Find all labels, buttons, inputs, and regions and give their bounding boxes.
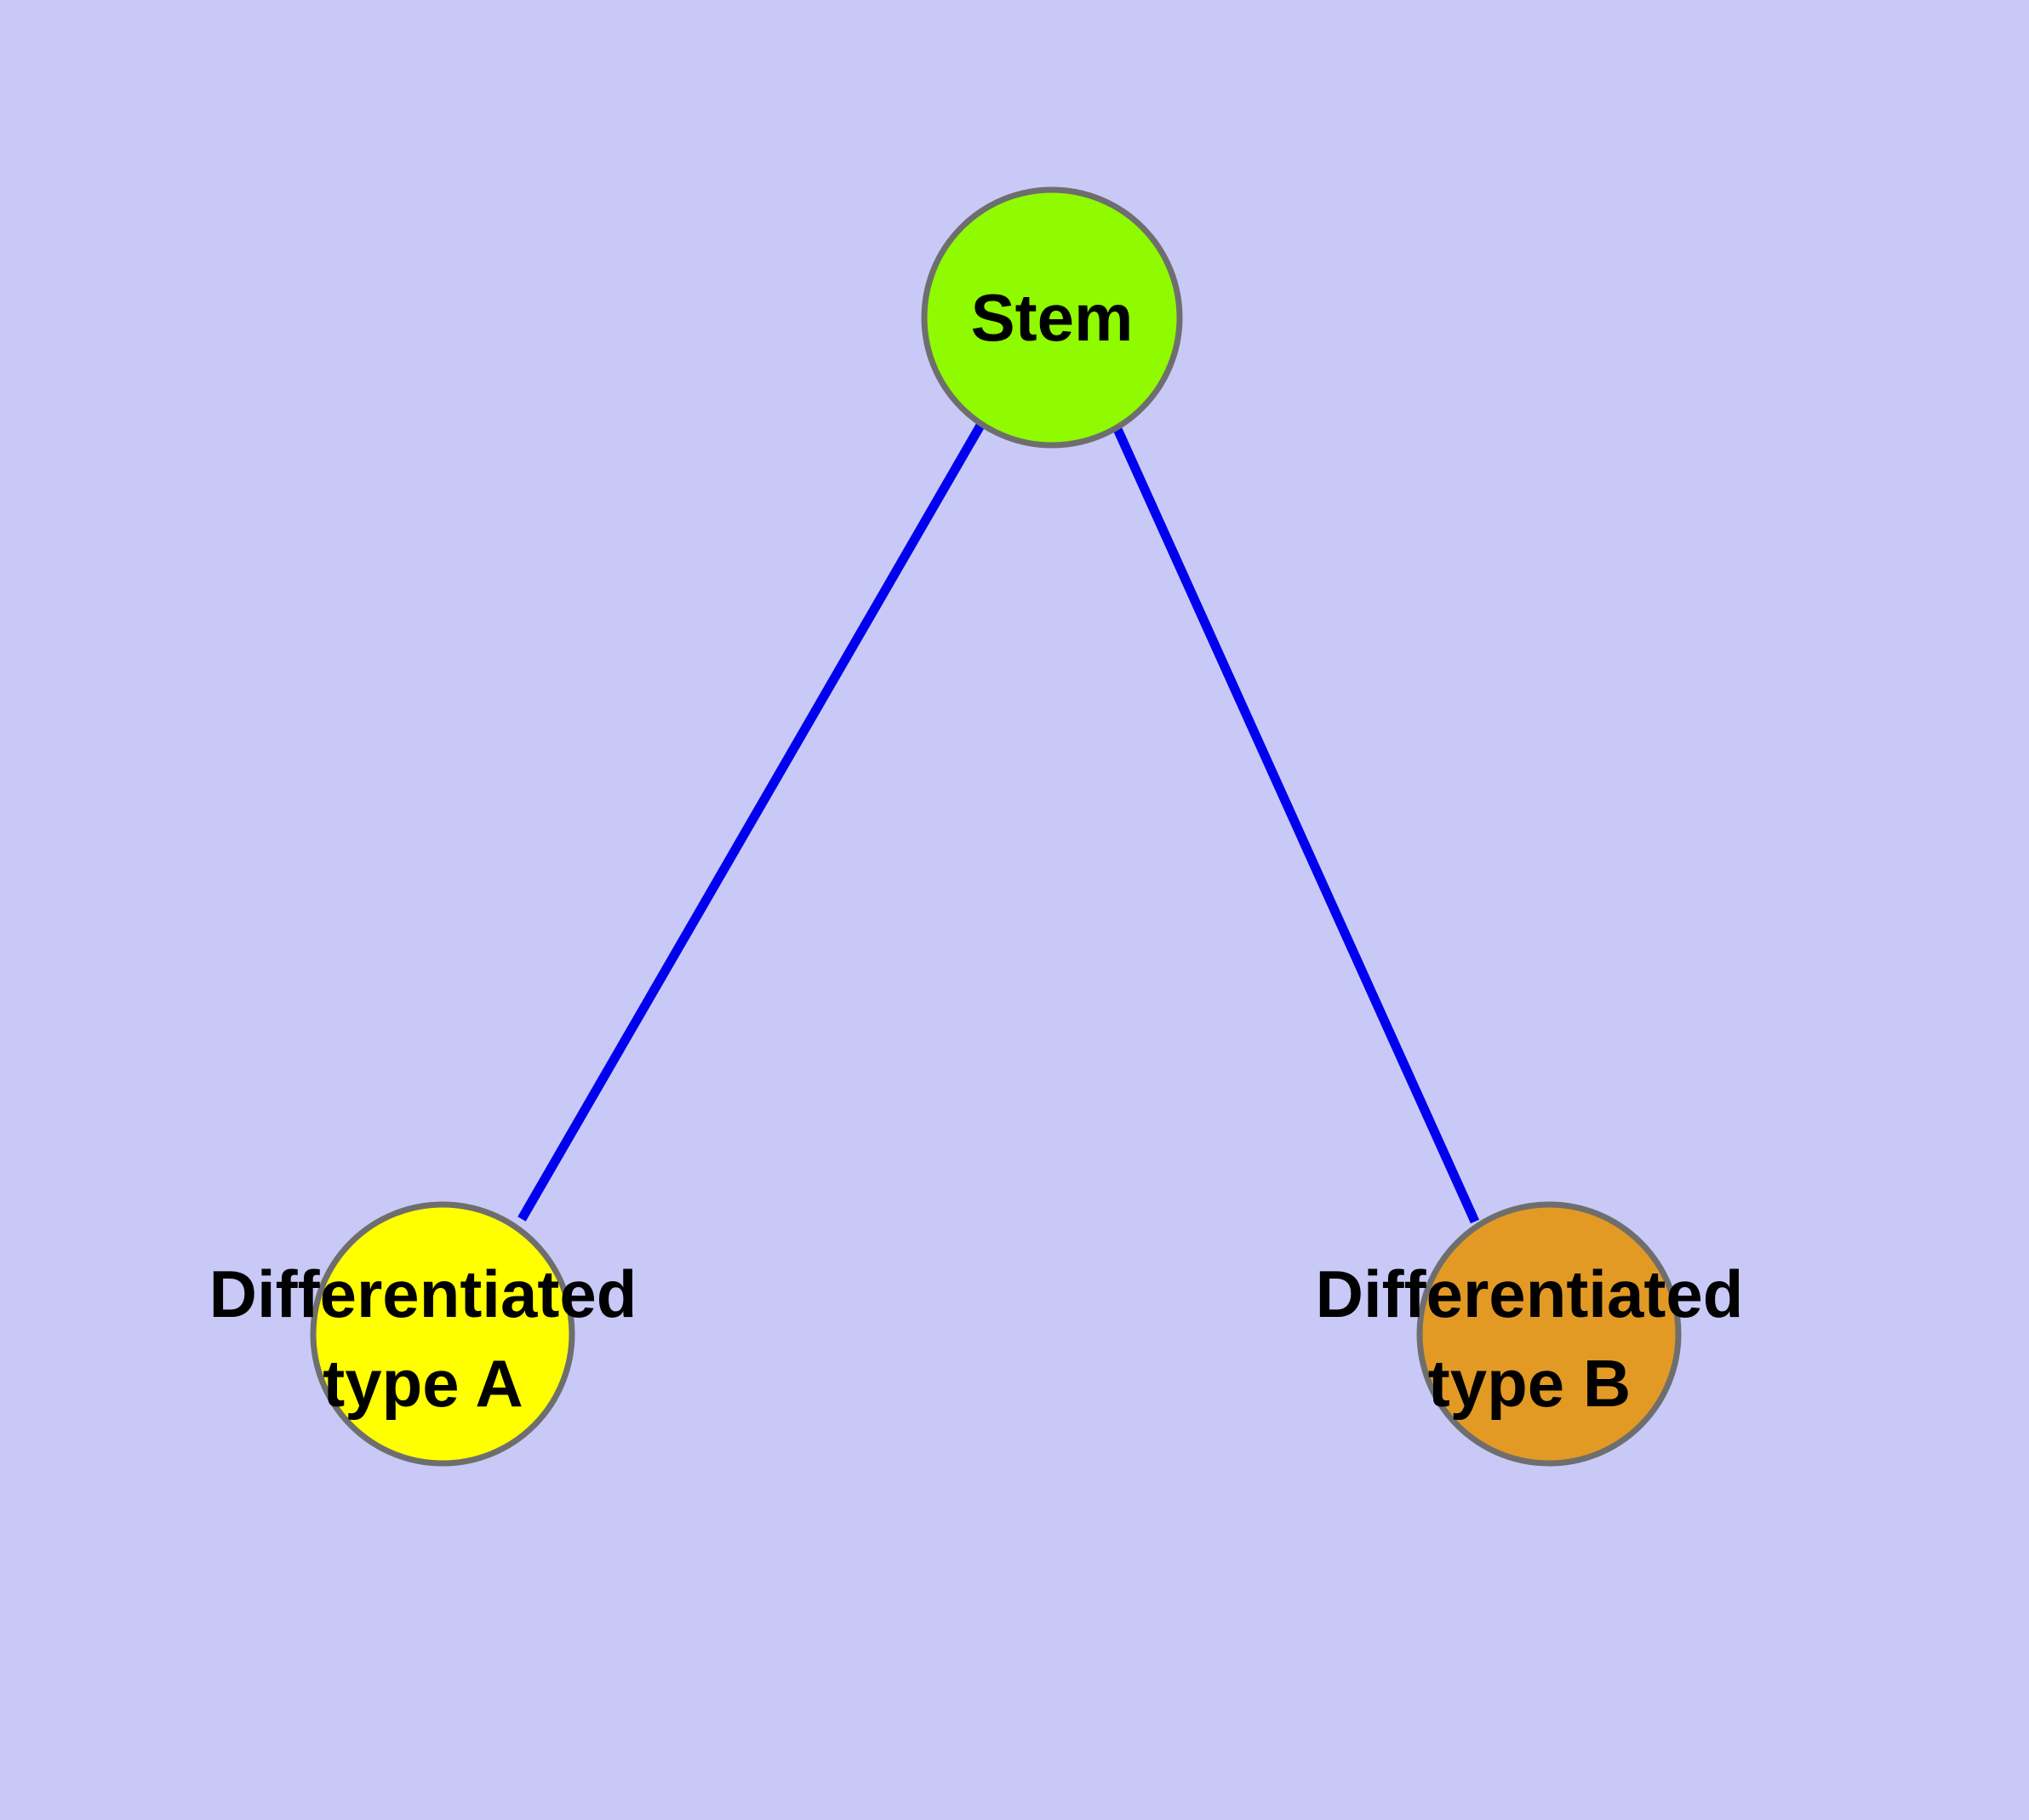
node-diff_a[interactable] [310,1201,575,1467]
edge-layer [517,421,1480,1224]
edge-stem-to-diff-b[interactable] [1112,426,1480,1224]
node-stem[interactable] [921,186,1183,449]
node-label-diff_b: Differentiated type B [1316,1256,1744,1421]
edge-stem-to-diff-a[interactable] [517,421,986,1222]
node-label-line: Differentiated [209,1256,637,1331]
node-label-line: Differentiated [1316,1256,1744,1331]
node-label-line: type B [1428,1346,1631,1421]
node-layer [310,186,1682,1467]
node-label-line: Stem [971,280,1134,355]
node-label-diff_a: Differentiated type A [209,1256,637,1421]
node-label-stem: Stem [971,280,1134,355]
node-diff_b[interactable] [1416,1201,1682,1467]
node-label-line: type A [323,1346,523,1421]
